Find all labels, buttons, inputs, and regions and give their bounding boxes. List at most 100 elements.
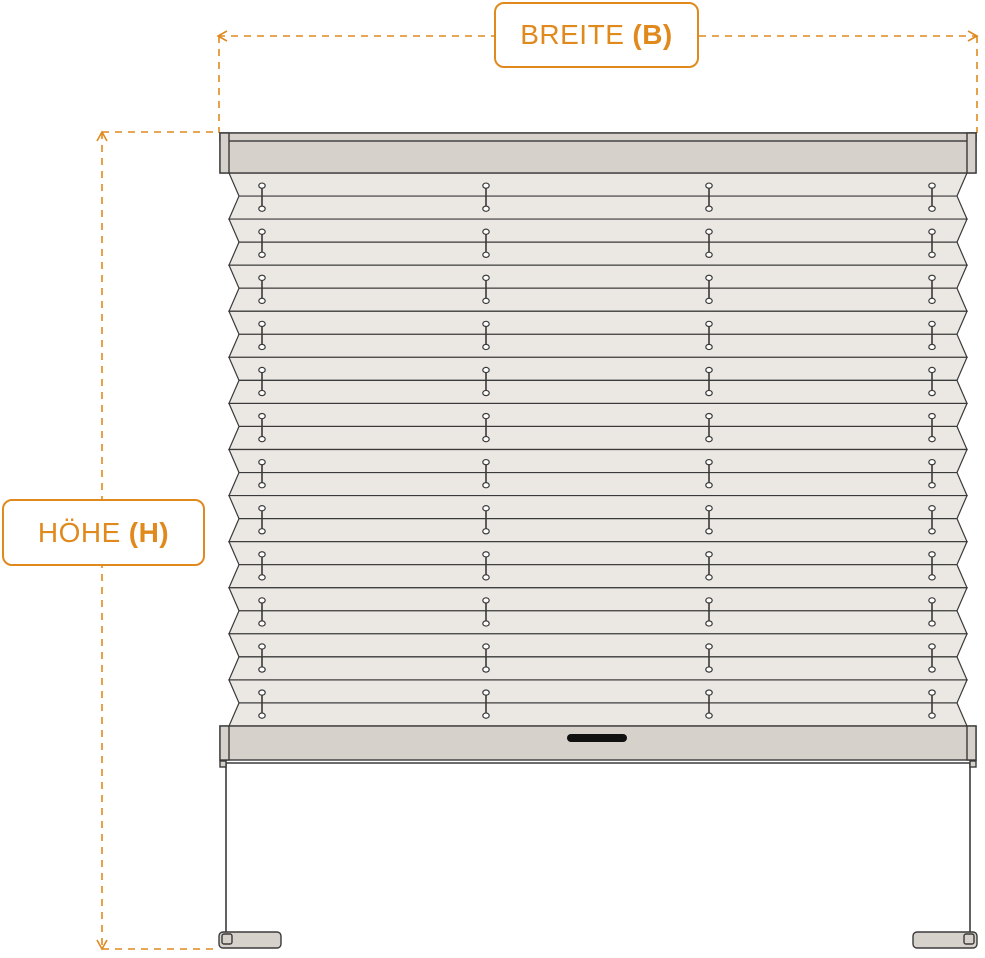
cord-segment: [928, 412, 936, 443]
height-label-text: HÖHE: [37, 516, 121, 548]
eyelet: [258, 366, 266, 374]
eyelet: [705, 205, 713, 212]
cord-segment: [258, 320, 266, 351]
eyelet: [928, 251, 936, 258]
pleat: [228, 356, 968, 381]
cord-segment: [928, 228, 936, 258]
cord-segment: [482, 412, 490, 443]
eyelet: [705, 228, 713, 235]
eyelet: [705, 412, 713, 420]
height-label-symbol: (H): [128, 516, 170, 548]
eyelet: [928, 597, 936, 604]
cord-segment: [705, 320, 713, 351]
eyelet: [705, 505, 713, 512]
pleat: [228, 541, 968, 566]
pleat: [228, 241, 968, 266]
eyelet: [258, 712, 266, 719]
cord-segment: [258, 551, 266, 581]
eyelet: [482, 205, 490, 212]
eyelet: [258, 297, 266, 305]
right-floor-anchor: [912, 931, 978, 949]
pleat: [228, 379, 968, 405]
cord-segment: [482, 505, 490, 535]
eyelet: [928, 389, 936, 397]
cord-segment: [928, 274, 936, 305]
eyelet: [482, 435, 490, 443]
cord-segment: [705, 412, 713, 443]
eyelet: [258, 412, 266, 420]
cord-segment: [482, 689, 490, 719]
eyelet: [705, 689, 713, 696]
cord-segment: [482, 320, 490, 351]
eyelet: [705, 458, 713, 466]
pleat: [228, 287, 968, 312]
eyelet: [258, 597, 266, 604]
width-label: BREITE (B): [494, 2, 699, 68]
cord-segment: [928, 320, 936, 351]
eyelet: [928, 458, 936, 466]
cord-segment: [705, 274, 713, 305]
eyelet: [928, 620, 936, 627]
height-label: HÖHE (H): [2, 499, 205, 566]
eyelet: [928, 712, 936, 719]
cord-segment: [705, 689, 713, 719]
cord-segment: [928, 643, 936, 673]
eyelet: [482, 528, 490, 535]
eyelet: [258, 320, 266, 328]
cord-segment: [258, 228, 266, 258]
pleat: [228, 679, 968, 704]
pleated-fabric: [228, 172, 968, 727]
eyelet: [705, 574, 713, 581]
eyelet: [705, 528, 713, 535]
pleat: [228, 333, 968, 358]
eyelet: [705, 343, 713, 351]
eyelet: [482, 274, 490, 282]
eyelet: [258, 458, 266, 466]
eyelet: [258, 343, 266, 351]
eyelet: [258, 551, 266, 558]
eyelet: [258, 505, 266, 512]
eyelet: [482, 574, 490, 581]
cord-segment: [705, 551, 713, 581]
cord-segment: [258, 597, 266, 627]
eyelet: [928, 643, 936, 650]
guide-cords: [258, 182, 936, 719]
eyelet: [482, 182, 490, 189]
eyelet: [258, 666, 266, 673]
eyelet: [482, 551, 490, 558]
eyelet: [928, 205, 936, 212]
eyelet: [705, 666, 713, 673]
eyelet: [928, 274, 936, 282]
eyelet: [705, 297, 713, 305]
eyelet: [928, 574, 936, 581]
pleat: [228, 633, 968, 658]
eyelet: [482, 458, 490, 466]
cord-segment: [258, 366, 266, 397]
eyelet: [482, 643, 490, 650]
eyelet: [258, 574, 266, 581]
eyelet: [928, 482, 936, 489]
eyelet: [705, 251, 713, 258]
cord-segment: [258, 505, 266, 535]
eyelet: [482, 666, 490, 673]
eyelet: [258, 643, 266, 650]
eyelet: [705, 435, 713, 443]
pleat: [228, 172, 968, 197]
handle-grip: [567, 734, 627, 742]
eyelet: [928, 343, 936, 351]
cord-segment: [482, 228, 490, 258]
eyelet: [258, 274, 266, 282]
pleat: [228, 518, 968, 543]
eyelet: [258, 620, 266, 627]
eyelet: [928, 689, 936, 696]
eyelet: [482, 297, 490, 305]
pleat: [228, 702, 968, 727]
pleat: [228, 448, 968, 474]
eyelet: [482, 228, 490, 235]
cord-segment: [928, 689, 936, 719]
eyelet: [482, 412, 490, 420]
pleat: [228, 195, 968, 220]
eyelet: [482, 366, 490, 374]
eyelet: [258, 435, 266, 443]
cord-segment: [928, 597, 936, 627]
